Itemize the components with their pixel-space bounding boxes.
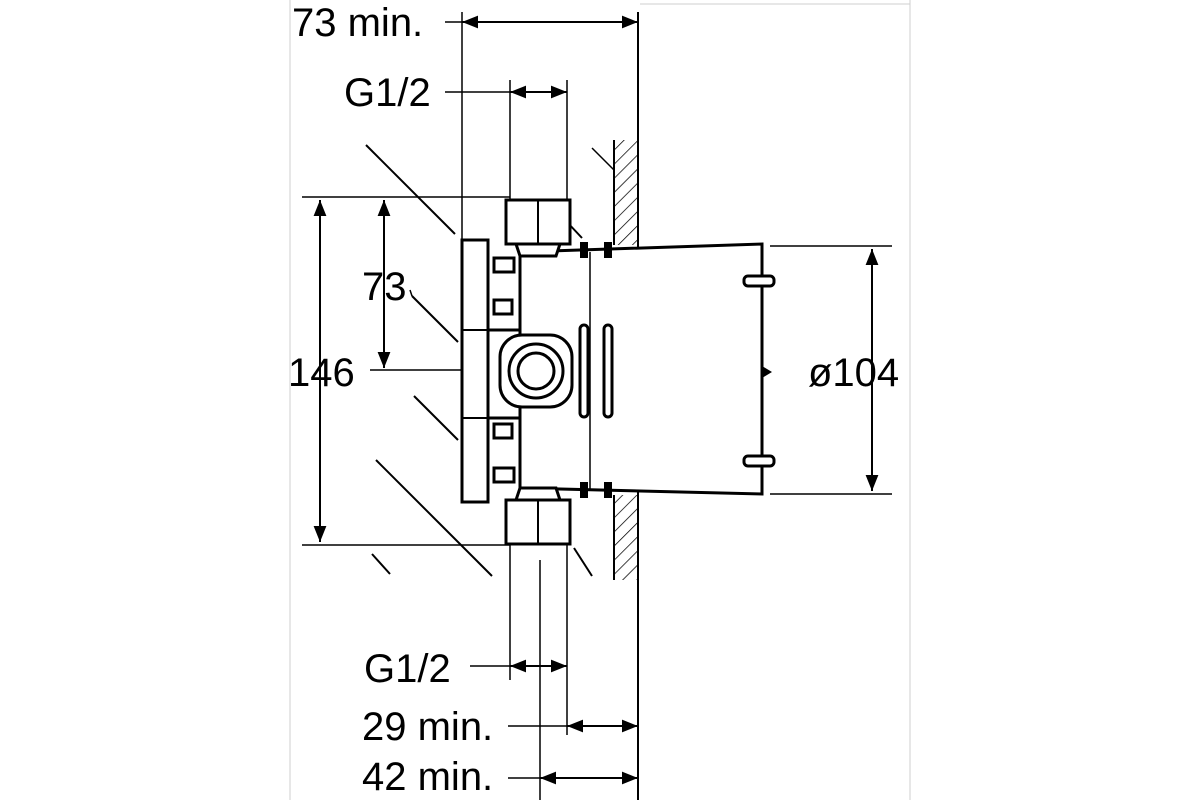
- label-146: 146: [288, 351, 355, 395]
- clip-top: [742, 274, 776, 288]
- top-inlet-nut: [504, 198, 572, 258]
- slot-left: [578, 323, 590, 419]
- clip-bottom: [742, 454, 776, 468]
- center-outlet: [498, 333, 574, 409]
- label-diameter-104: ø104: [808, 351, 899, 395]
- label-73: 73: [362, 265, 407, 309]
- bottom-inlet-nut: [504, 486, 572, 546]
- wall-section: [591, 12, 639, 800]
- label-g12-bottom: G1/2: [364, 647, 451, 691]
- label-29-min: 29 min.: [362, 705, 493, 749]
- label-42-min: 42 min.: [362, 755, 493, 799]
- label-g12-top: G1/2: [344, 71, 431, 115]
- slot-right: [602, 323, 614, 419]
- dimension-arrows: [313, 15, 879, 785]
- label-73-min: 73 min.: [292, 1, 423, 45]
